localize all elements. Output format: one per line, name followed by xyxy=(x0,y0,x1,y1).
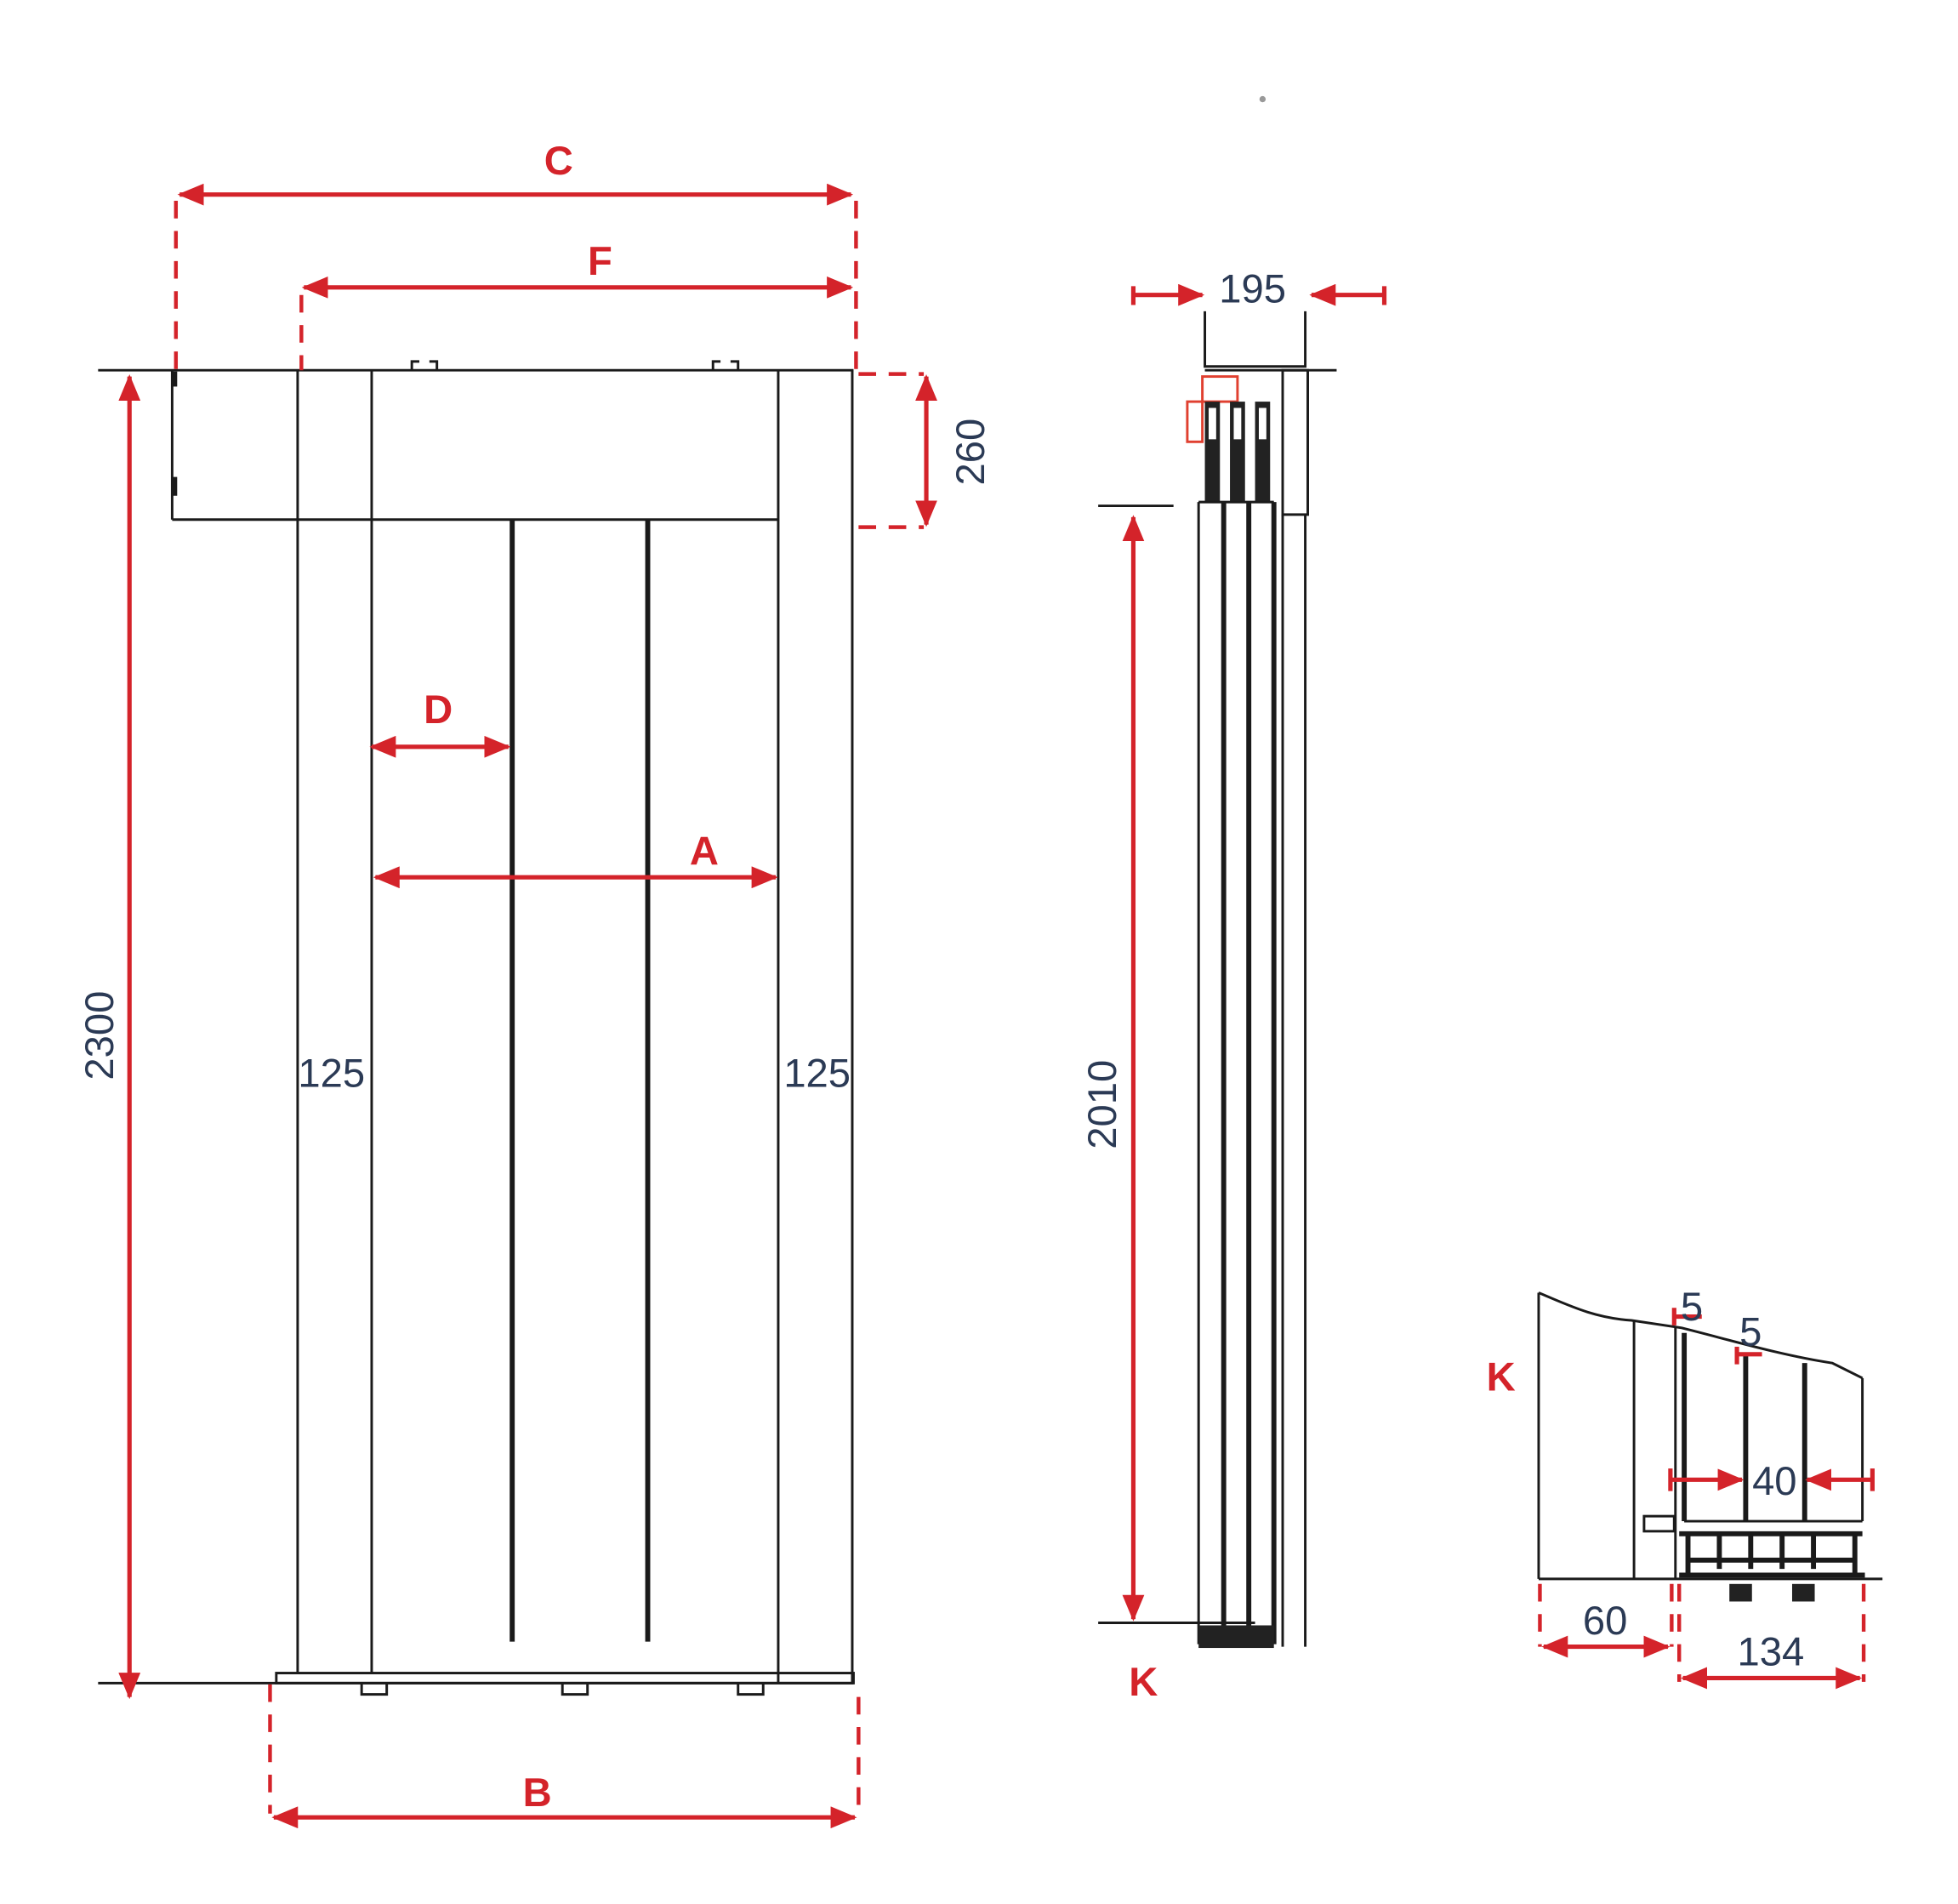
gap-2-value: 5 xyxy=(1739,1310,1762,1355)
section-label-k: K xyxy=(1129,1660,1158,1705)
right-jamb-value: 125 xyxy=(783,1052,851,1097)
depth-value: 195 xyxy=(1219,267,1286,312)
label-f: F xyxy=(588,239,612,284)
header-height-value: 260 xyxy=(948,419,993,486)
roller-hardware xyxy=(1186,375,1271,503)
label-c: C xyxy=(544,139,573,184)
label-b: B xyxy=(523,1770,552,1816)
opening-height-value: 2010 xyxy=(1080,1060,1125,1149)
panel-thickness-value: 40 xyxy=(1752,1459,1797,1504)
detail-label-k: K xyxy=(1487,1355,1516,1400)
total-height-value: 2300 xyxy=(77,991,122,1080)
left-jamb-value: 125 xyxy=(298,1052,365,1097)
bottom-rail xyxy=(275,1672,855,1685)
detail-k: K 5 5 40 60 134 xyxy=(1487,1285,1883,1690)
track-width-value: 134 xyxy=(1738,1630,1805,1675)
bottom-track xyxy=(1679,1531,1865,1578)
gap-1-value: 5 xyxy=(1681,1285,1703,1330)
side-view: 195 2010 K xyxy=(1080,95,1387,1705)
front-view: C F 260 2300 D A 125 125 B xyxy=(77,139,993,1829)
label-a: A xyxy=(690,829,719,874)
label-d: D xyxy=(424,687,453,733)
offset-value: 60 xyxy=(1583,1599,1628,1644)
